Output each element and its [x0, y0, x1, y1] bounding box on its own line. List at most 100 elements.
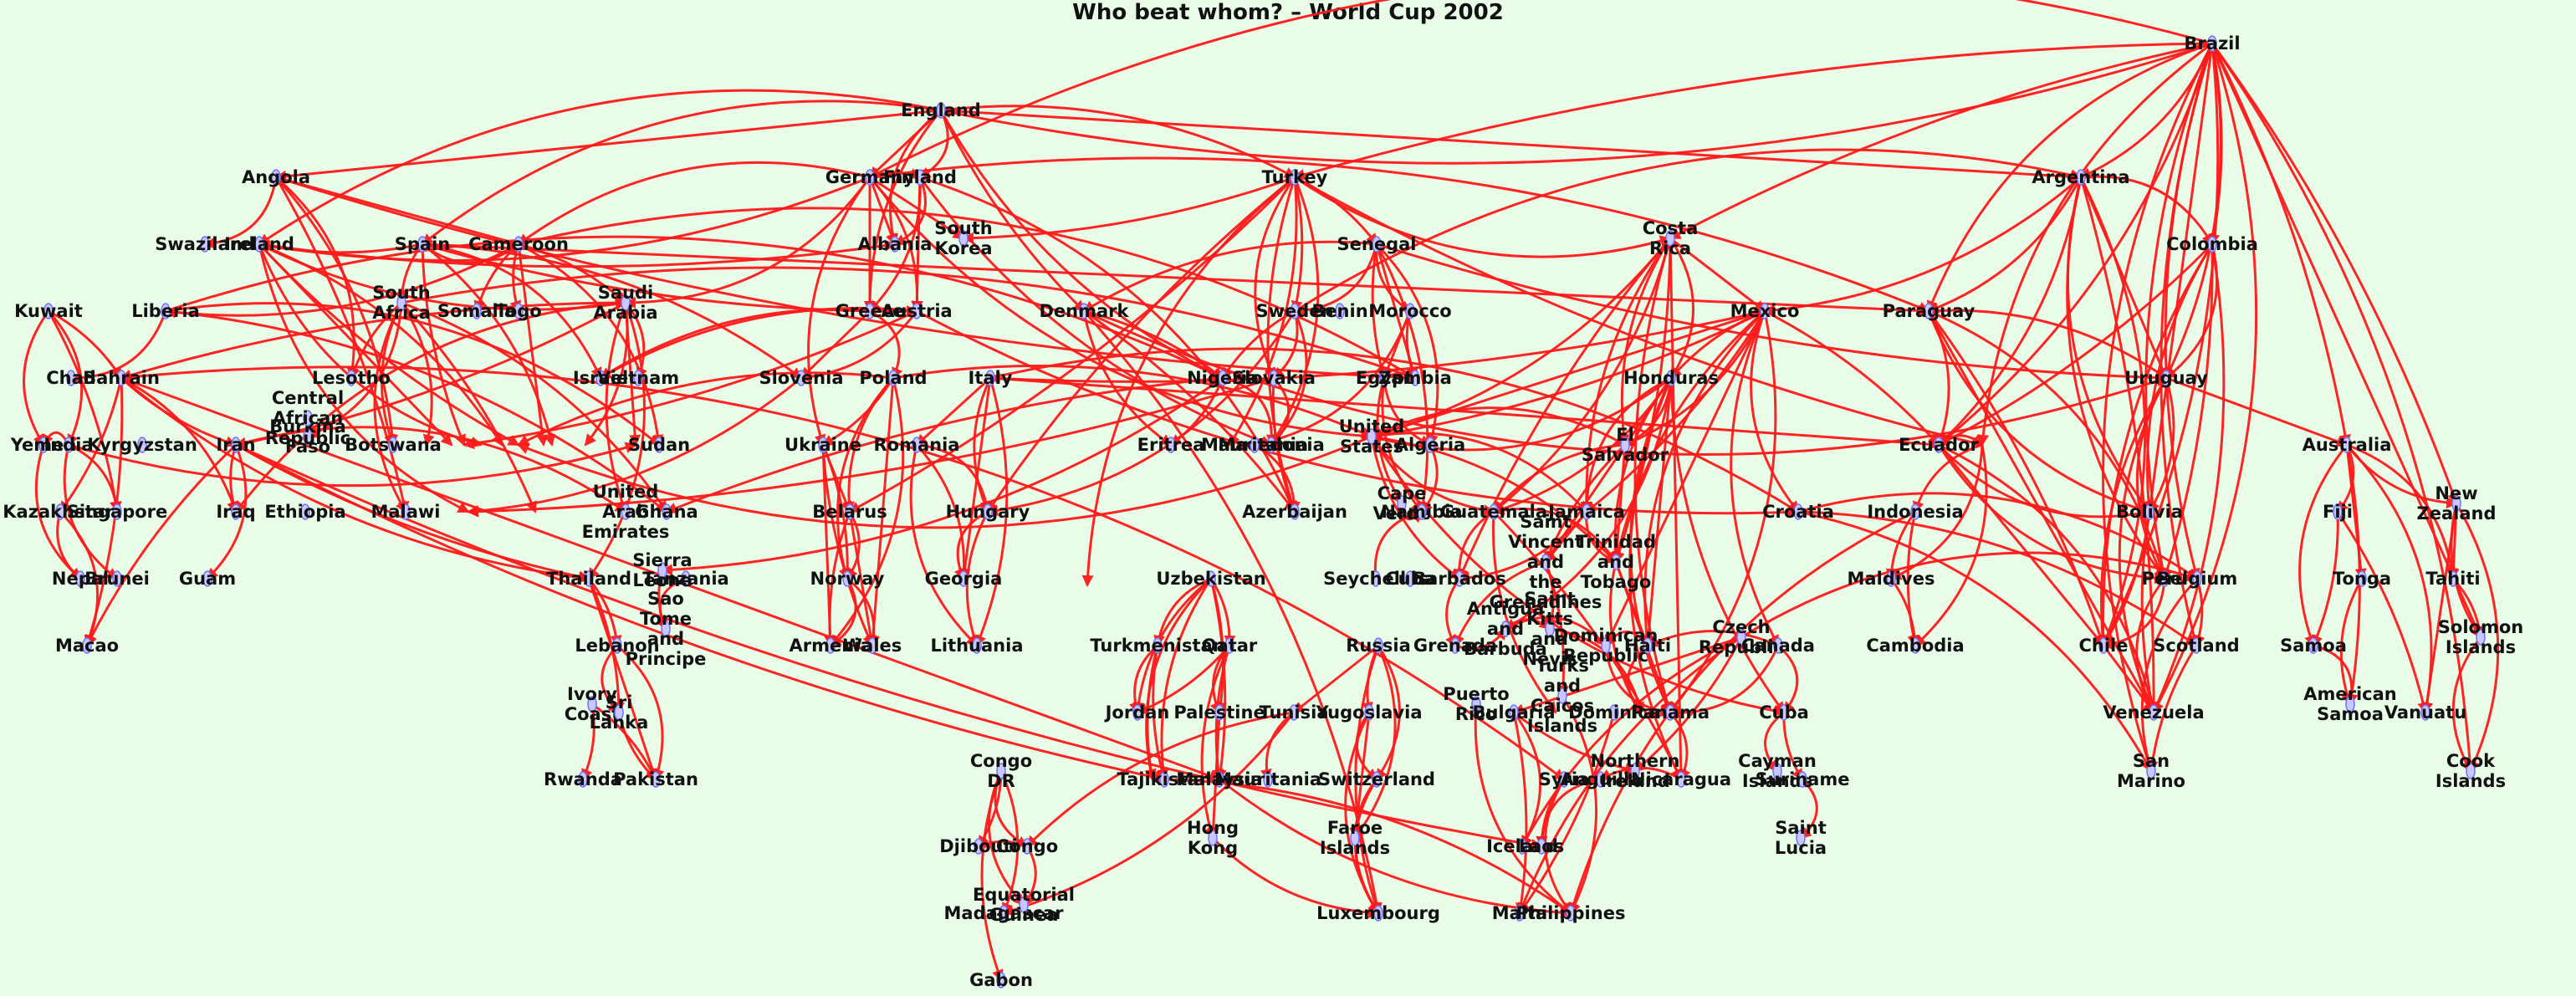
edge-yugoslavia-switzerland [1355, 712, 1378, 781]
edge-belgium-sanmarino [2140, 577, 2199, 773]
node-label: Antigua [1467, 599, 1545, 619]
edge-congodr-gabon [980, 770, 1004, 982]
node-jamaica: Jamaica [1546, 502, 1625, 522]
node-label: Sri [606, 692, 633, 713]
edge-svg-turks [1544, 561, 1570, 697]
node-uruguay: Uruguay [2124, 368, 2208, 388]
node-morocco: Morocco [1368, 301, 1451, 321]
edge-ireland-cyprus [258, 243, 470, 513]
edge-angola-malawi [274, 176, 410, 513]
node-label: Morocco [1368, 301, 1451, 321]
edge-congodr-madagascar [999, 770, 1020, 915]
node-marker [612, 637, 622, 654]
node-marker [401, 503, 411, 520]
node-marker [1405, 570, 1415, 587]
node-iran: Iran [216, 435, 255, 455]
edge-trinidad-elsalvador [1614, 443, 1631, 563]
node-finland: Finland [883, 167, 957, 187]
edge-newzealand-vanuatu [2420, 503, 2458, 714]
node-guatemala: Guatemala [1440, 502, 1547, 522]
node-cameroon: Cameroon [468, 234, 569, 254]
node-barbados: Barbados [1413, 569, 1506, 589]
node-marker [1779, 704, 1789, 721]
node-denmark: Denmark [1040, 301, 1130, 321]
node-label: Sudan [628, 435, 690, 455]
edge-belarus-norway [846, 511, 861, 580]
node-canada: Canada [1741, 636, 1815, 656]
edge-italy-ecuador [989, 376, 1940, 451]
node-label: Singapore [67, 502, 168, 522]
edge-uruguay-australia [2165, 376, 2349, 447]
edge-denmark-nigeria [1083, 309, 1224, 380]
node-label: Islands [2446, 637, 2516, 657]
node-label: Botswana [345, 435, 442, 455]
node-marker [972, 637, 982, 654]
edge-iran-laos [235, 443, 1543, 850]
node-mauritania2: Mauritania [1201, 435, 1308, 455]
node-label: Belarus [812, 502, 887, 522]
edge-saudiarabia-iraq [234, 301, 626, 513]
edge-ecuador-venezuela [1938, 443, 2158, 714]
node-england: England [901, 100, 981, 120]
edge-puertorico-philippines [1474, 703, 1572, 915]
node-croatia: Croatia [1762, 502, 1834, 522]
node-marker [1541, 554, 1551, 570]
node-label: Arab [602, 502, 649, 522]
edge-romania-hungary [916, 443, 993, 513]
node-swaziland: Swaziland [155, 234, 254, 254]
node-label: Islands [1527, 716, 1597, 736]
edge-finland-macedonia [918, 176, 1273, 447]
node-label: Cambodia [1866, 636, 1964, 656]
node-marker [472, 303, 482, 319]
node-marker [38, 437, 49, 453]
node-marker [818, 437, 828, 453]
node-marker [1410, 370, 1420, 386]
node-label: Anguilla [1561, 769, 1642, 789]
node-label: Tonga [2333, 569, 2391, 589]
node-label: Armenia [789, 636, 871, 656]
node-marker [1500, 621, 1510, 637]
edge-russia-switzerland [1375, 645, 1401, 781]
node-label: Principe [626, 649, 707, 669]
edge-scotland-sanmarino [2146, 645, 2198, 773]
edge-india-brunei [63, 444, 119, 580]
node-marker [595, 370, 606, 386]
edge-bolivia-venezuela [2140, 511, 2158, 714]
edge-paraguay-chile [1927, 310, 2106, 647]
node-marker [1373, 637, 1383, 654]
node-label: Suriname [1756, 769, 1850, 789]
edge-turkey-slovakia [1254, 176, 1296, 380]
node-marker [2476, 629, 2486, 646]
node-marker [254, 236, 264, 253]
edge-slovakia-macedonia [1270, 377, 1291, 447]
node-label: and [1487, 619, 1524, 639]
edge-tonga-americansamoa [2339, 578, 2364, 706]
node-peru: Peru [2142, 569, 2188, 589]
edge-poland-usa [892, 365, 1373, 438]
node-label: Uruguay [2124, 368, 2208, 388]
node-spain: Spain [395, 234, 450, 254]
node-cuba: Cuba [1759, 702, 1809, 723]
node-marker [2161, 370, 2171, 386]
edge-barbados-grenada [1445, 578, 1461, 647]
edge-sweden-slovakia [1272, 310, 1299, 380]
edge-brazil-australia [2211, 43, 2351, 447]
node-gabon: Gabon [969, 970, 1033, 990]
node-label: Belgium [2157, 569, 2238, 589]
node-marker [1471, 696, 1481, 713]
edge-spain-liechtenstein [422, 243, 556, 447]
node-label: Kuwait [14, 301, 83, 321]
edge-czech-belgium [1740, 551, 2199, 639]
node-marker [55, 503, 65, 520]
node-marker [1665, 230, 1675, 247]
node-label: Central [272, 388, 344, 408]
node-label: Yugoslavia [1315, 702, 1422, 723]
